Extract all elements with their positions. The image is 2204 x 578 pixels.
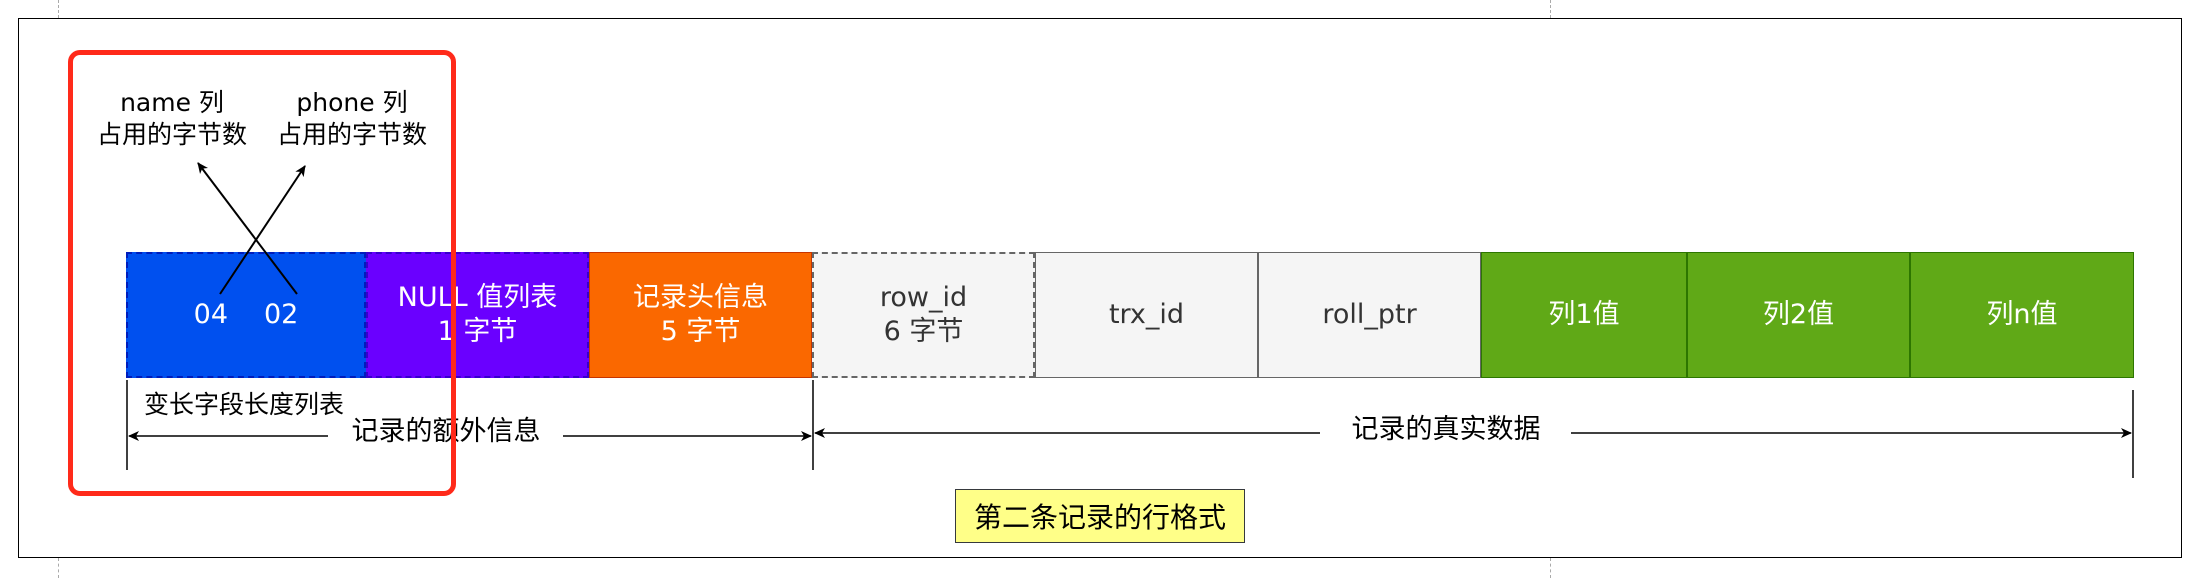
name-column-annotation-line1: name 列 — [120, 88, 224, 117]
null-list-title: NULL 值列表 — [397, 282, 558, 313]
record-header-cell: 记录头信息 5 字节 — [589, 252, 812, 378]
phone-length-to-name-arrow — [197, 162, 298, 295]
column-n-value-cell: 列n值 — [1910, 252, 2134, 378]
trx-id-label: trx_id — [1108, 299, 1185, 330]
phone-column-annotation: phone 列 占用的字节数 — [272, 87, 432, 151]
diagram-caption: 第二条记录的行格式 — [955, 489, 1245, 543]
row-id-title: row_id — [879, 282, 968, 313]
extra-info-label: 记录的额外信息 — [351, 416, 541, 447]
row-id-cell: row_id 6 字节 — [812, 252, 1035, 378]
varlen-field-lengths-cell: 04 02 — [126, 252, 366, 378]
name-column-annotation: name 列 占用的字节数 — [92, 87, 252, 151]
column-2-value-label: 列2值 — [1762, 299, 1835, 330]
null-list-cell: NULL 值列表 1 字节 — [366, 252, 589, 378]
row-id-size: 6 字节 — [883, 316, 964, 347]
trx-id-cell: trx_id — [1035, 252, 1258, 378]
page-guide-left-bottom — [58, 558, 59, 578]
roll-ptr-label: roll_ptr — [1322, 299, 1417, 330]
column-2-value-cell: 列2值 — [1687, 252, 1910, 378]
real-data-label: 记录的真实数据 — [1351, 414, 1541, 445]
page-guide-right — [1550, 0, 1551, 18]
name-length-to-phone-arrow — [219, 165, 306, 295]
diagram-frame — [18, 18, 2182, 558]
page-guide-left — [58, 0, 59, 18]
column-1-value-label: 列1值 — [1548, 299, 1620, 330]
page-guide-right-bottom — [1550, 558, 1551, 578]
null-list-size: 1 字节 — [437, 316, 518, 347]
roll-ptr-cell: roll_ptr — [1258, 252, 1481, 378]
record-header-title: 记录头信息 — [633, 282, 768, 313]
diagram-caption-text: 第二条记录的行格式 — [973, 501, 1226, 534]
column-1-value-cell: 列1值 — [1481, 252, 1687, 378]
phone-length-value: 02 — [264, 299, 299, 330]
phone-column-annotation-line1: phone 列 — [296, 88, 408, 117]
name-column-annotation-line2: 占用的字节数 — [96, 120, 247, 149]
record-header-size: 5 字节 — [660, 316, 741, 347]
phone-column-annotation-line2: 占用的字节数 — [276, 120, 427, 149]
column-n-value-label: 列n值 — [1986, 299, 2058, 330]
name-length-value: 04 — [193, 299, 228, 330]
varlen-highlight-box — [68, 50, 456, 496]
varlen-list-label: 变长字段长度列表 — [144, 390, 345, 419]
